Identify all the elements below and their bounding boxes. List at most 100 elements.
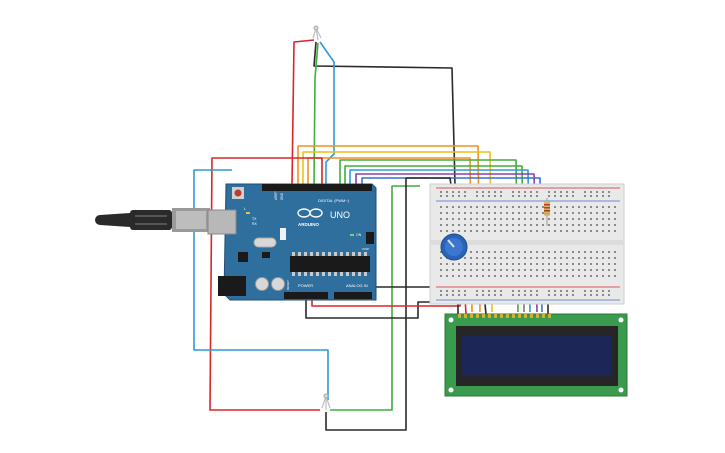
- breadboard-hole: [476, 195, 478, 197]
- breadboard-hole: [506, 224, 508, 226]
- wire-green-top-sensor[interactable]: [313, 42, 319, 186]
- breadboard-hole: [566, 224, 568, 226]
- breadboard-hole: [440, 263, 442, 265]
- resistor-icon[interactable]: [544, 198, 550, 226]
- breadboard-hole: [584, 218, 586, 220]
- lcd-pin: [506, 314, 509, 318]
- breadboard-hole: [590, 275, 592, 277]
- breadboard-hole: [482, 257, 484, 259]
- wire-blue-top-sensor[interactable]: [319, 41, 335, 185]
- usb-jack: [207, 209, 237, 235]
- breadboard-hole: [494, 294, 496, 296]
- breadboard-hole: [500, 191, 502, 193]
- breadboard-hole: [590, 257, 592, 259]
- breadboard-hole: [596, 251, 598, 253]
- model-text: UNO: [330, 210, 350, 220]
- breadboard-hole: [464, 269, 466, 271]
- breadboard-hole: [512, 218, 514, 220]
- breadboard-hole: [524, 251, 526, 253]
- breadboard-hole: [536, 263, 538, 265]
- breadboard-hole: [470, 269, 472, 271]
- breadboard-hole: [578, 251, 580, 253]
- breadboard-hole: [476, 224, 478, 226]
- breadboard-hole: [440, 251, 442, 253]
- breadboard-hole: [608, 230, 610, 232]
- wire-black-top-sensor[interactable]: [313, 41, 456, 186]
- breadboard-hole: [560, 224, 562, 226]
- breadboard-hole: [572, 218, 574, 220]
- breadboard-hole: [482, 191, 484, 193]
- breadboard-hole: [440, 195, 442, 197]
- digital-header[interactable]: [262, 184, 372, 191]
- breadboard-hole: [578, 257, 580, 259]
- breadboard-hole: [578, 230, 580, 232]
- breadboard-hole: [602, 206, 604, 208]
- breadboard-hole: [470, 257, 472, 259]
- breadboard-hole: [560, 251, 562, 253]
- breadboard-hole: [452, 212, 454, 214]
- arduino-board[interactable]: UNO ARDUINO DIGITAL (PWM~) POWER ANALOG …: [207, 183, 377, 301]
- power-header[interactable]: [284, 292, 328, 299]
- breadboard-hole: [452, 269, 454, 271]
- breadboard-hole: [512, 224, 514, 226]
- breadboard-hole: [518, 191, 520, 193]
- wire-red-top-sensor[interactable]: [291, 39, 315, 186]
- breadboard-hole: [572, 230, 574, 232]
- wire-black-gnd-2[interactable]: [305, 296, 446, 319]
- breadboard-hole: [524, 230, 526, 232]
- breadboard-hole: [458, 195, 460, 197]
- lcd-pin: [548, 314, 551, 318]
- breadboard-hole: [512, 269, 514, 271]
- breadboard-hole: [536, 230, 538, 232]
- breadboard-hole: [566, 212, 568, 214]
- breadboard-hole: [476, 294, 478, 296]
- breadboard-hole: [566, 290, 568, 292]
- breadboard-hole: [506, 218, 508, 220]
- breadboard-hole: [602, 263, 604, 265]
- breadboard-hole: [578, 212, 580, 214]
- breadboard-hole: [548, 275, 550, 277]
- potentiometer-icon[interactable]: [440, 233, 468, 261]
- breadboard-hole: [536, 224, 538, 226]
- breadboard-hole: [536, 212, 538, 214]
- icsp-label: ICSP: [362, 247, 369, 251]
- breadboard-hole: [530, 230, 532, 232]
- breadboard-hole: [440, 224, 442, 226]
- analog-header[interactable]: [334, 292, 372, 299]
- aref-label: AREF: [274, 191, 278, 200]
- arduino-logo-icon: [297, 208, 323, 218]
- breadboard-hole: [536, 269, 538, 271]
- breadboard-hole: [530, 290, 532, 292]
- breadboard-hole: [524, 269, 526, 271]
- breadboard-hole: [452, 263, 454, 265]
- wire-black-bottom[interactable]: [325, 177, 453, 431]
- breadboard-hole: [614, 275, 616, 277]
- digital-label: DIGITAL (PWM~): [318, 198, 350, 203]
- breadboard-hole: [488, 206, 490, 208]
- breadboard-hole: [608, 251, 610, 253]
- breadboard-hole: [596, 269, 598, 271]
- breadboard-hole: [566, 206, 568, 208]
- sensor-icon[interactable]: [321, 393, 331, 410]
- wire-red-left-loop[interactable]: [209, 157, 323, 411]
- breadboard-hole: [494, 263, 496, 265]
- breadboard-hole: [608, 257, 610, 259]
- sensor-icon[interactable]: [312, 25, 322, 41]
- breadboard-hole: [536, 257, 538, 259]
- breadboard-hole: [518, 269, 520, 271]
- breadboard-hole: [608, 269, 610, 271]
- breadboard-hole: [572, 195, 574, 197]
- breadboard-hole: [560, 263, 562, 265]
- breadboard-hole: [572, 212, 574, 214]
- lcd-module[interactable]: [444, 313, 628, 397]
- breadboard-hole: [536, 206, 538, 208]
- breadboard-hole: [578, 275, 580, 277]
- breadboard-hole: [452, 195, 454, 197]
- breadboard-hole: [518, 257, 520, 259]
- breadboard-hole: [566, 251, 568, 253]
- wire-blue-left-loop[interactable]: [193, 169, 329, 400]
- breadboard-hole: [614, 269, 616, 271]
- breadboard-hole: [560, 269, 562, 271]
- breadboard-hole: [572, 224, 574, 226]
- breadboard-hole: [488, 230, 490, 232]
